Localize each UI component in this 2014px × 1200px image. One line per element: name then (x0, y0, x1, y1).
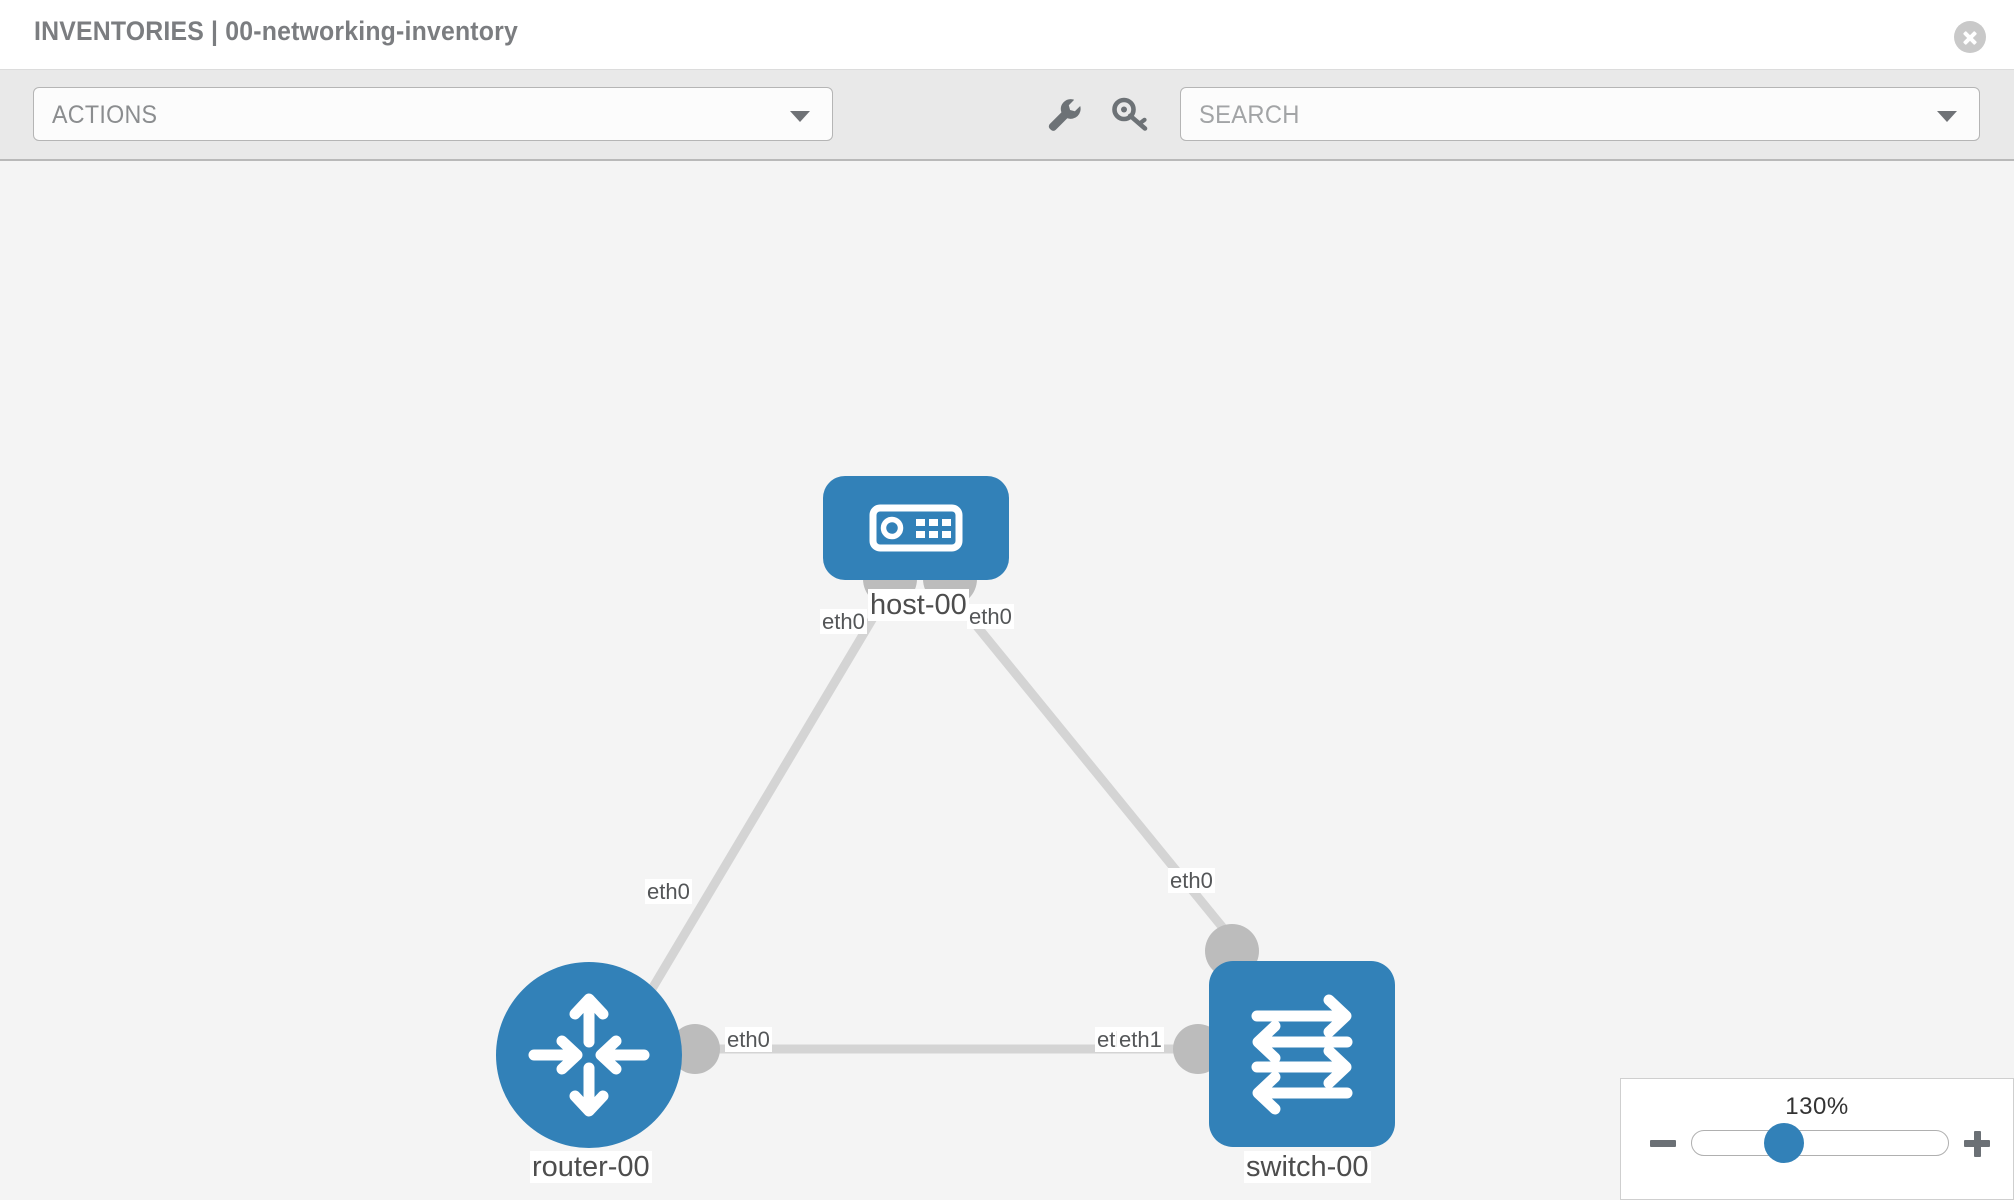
zoom-in-button[interactable] (1961, 1127, 1993, 1159)
node-label-router-00: router-00 (530, 1151, 652, 1184)
edge-label-host-switch-source: eth0 (967, 604, 1014, 630)
node-label-host-00: host-00 (868, 589, 969, 622)
toolbar: ACTIONS SEARCH (0, 69, 2014, 161)
page-title: INVENTORIES | 00-networking-inventory (34, 16, 518, 46)
node-router-00-shape (496, 962, 682, 1148)
link-host-switch[interactable] (936, 578, 1254, 964)
node-host-00-shape (823, 476, 1009, 580)
edge-label-router-switch-target: eth1 (1117, 1027, 1164, 1053)
chevron-down-icon (790, 111, 810, 122)
zoom-out-button[interactable] (1647, 1127, 1679, 1159)
key-icon[interactable] (1108, 92, 1152, 136)
close-icon[interactable] (1954, 21, 1986, 53)
port-router-right[interactable] (670, 1024, 720, 1074)
page-header: INVENTORIES | 00-networking-inventory (0, 0, 2014, 69)
actions-dropdown[interactable]: ACTIONS (33, 87, 833, 141)
router-icon (528, 993, 650, 1117)
zoom-slider-track[interactable] (1691, 1130, 1949, 1156)
edge-label-router-host-target: eth0 (820, 609, 867, 635)
topology-canvas[interactable]: host-00 eth0 eth0 router-00 eth0 eth0 (0, 161, 2014, 1200)
zoom-slider-thumb[interactable] (1764, 1123, 1804, 1163)
node-host-00[interactable] (823, 476, 1009, 580)
server-icon (869, 504, 963, 552)
actions-dropdown-label: ACTIONS (52, 101, 158, 129)
search-placeholder: SEARCH (1199, 101, 1300, 129)
node-router-00[interactable] (496, 962, 682, 1148)
edge-label-router-host-source: eth0 (645, 879, 692, 905)
edge-label-host-switch-target: eth0 (1168, 868, 1215, 894)
link-router-host[interactable] (636, 578, 899, 1012)
zoom-control-panel: 130% (1620, 1078, 2014, 1200)
wrench-icon[interactable] (1042, 92, 1086, 136)
switch-icon (1251, 994, 1353, 1115)
node-switch-00-shape (1209, 961, 1395, 1147)
zoom-level-value: 130% (1785, 1093, 1849, 1120)
topology-edges (636, 552, 1259, 1074)
edge-label-router-switch-source: eth0 (725, 1027, 772, 1053)
node-label-switch-00: switch-00 (1244, 1151, 1371, 1184)
chevron-down-icon[interactable] (1937, 111, 1957, 122)
node-switch-00[interactable] (1209, 961, 1395, 1147)
search-input[interactable]: SEARCH (1180, 87, 1980, 141)
